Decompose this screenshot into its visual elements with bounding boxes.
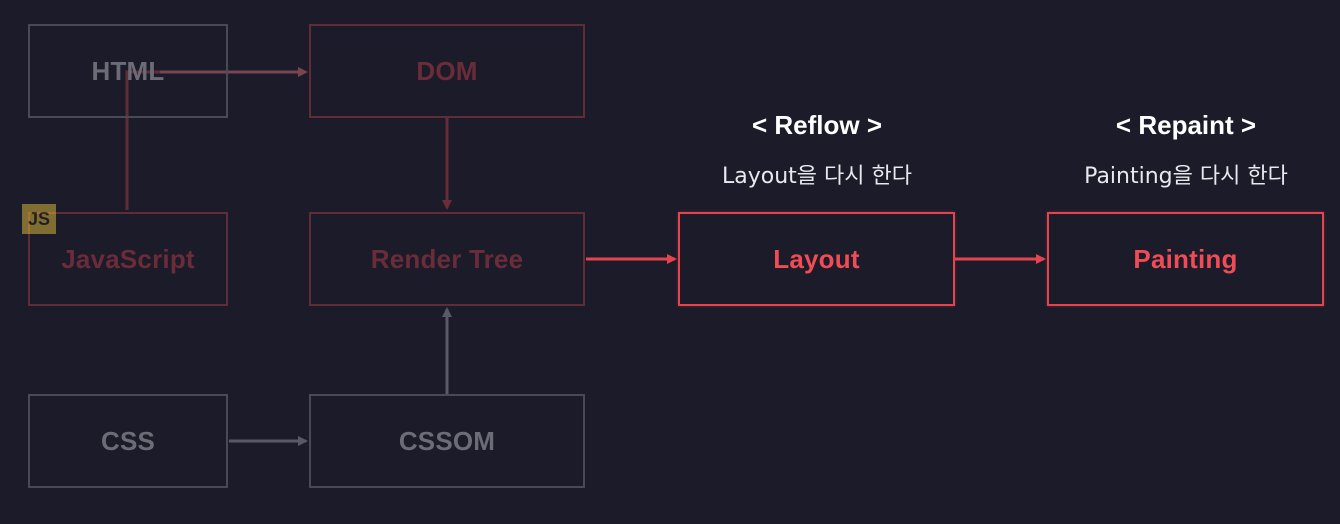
layout-node: Layout bbox=[678, 212, 955, 306]
painting-node-label: Painting bbox=[1133, 243, 1238, 274]
js-to-html-line bbox=[125, 70, 160, 210]
reflow-heading: < Reflow > bbox=[751, 110, 883, 140]
repaint-subtitle: Painting을 다시 한다 bbox=[1084, 164, 1288, 189]
javascript-node-label: JavaScript bbox=[61, 243, 195, 274]
cssom-node: CSSOM bbox=[309, 394, 585, 488]
javascript-node: JavaScript bbox=[28, 212, 228, 306]
repaint-heading: < Repaint > bbox=[1115, 110, 1257, 140]
painting-node: Painting bbox=[1047, 212, 1324, 306]
html-node: HTML bbox=[28, 24, 228, 118]
css-node: CSS bbox=[28, 394, 228, 488]
js-badge-icon: JS bbox=[22, 204, 56, 234]
render-tree-node-label: Render Tree bbox=[370, 243, 524, 274]
html-node-label: HTML bbox=[91, 55, 165, 86]
reflow-subtitle: Layout을 다시 한다 bbox=[722, 164, 912, 189]
js-badge-label: JS bbox=[27, 208, 51, 229]
cssom-node-label: CSSOM bbox=[398, 425, 496, 456]
dom-node: DOM bbox=[309, 24, 585, 118]
layout-node-label: Layout bbox=[773, 243, 860, 274]
css-node-label: CSS bbox=[100, 425, 156, 456]
render-tree-node: Render Tree bbox=[309, 212, 585, 306]
dom-node-label: DOM bbox=[416, 55, 478, 86]
